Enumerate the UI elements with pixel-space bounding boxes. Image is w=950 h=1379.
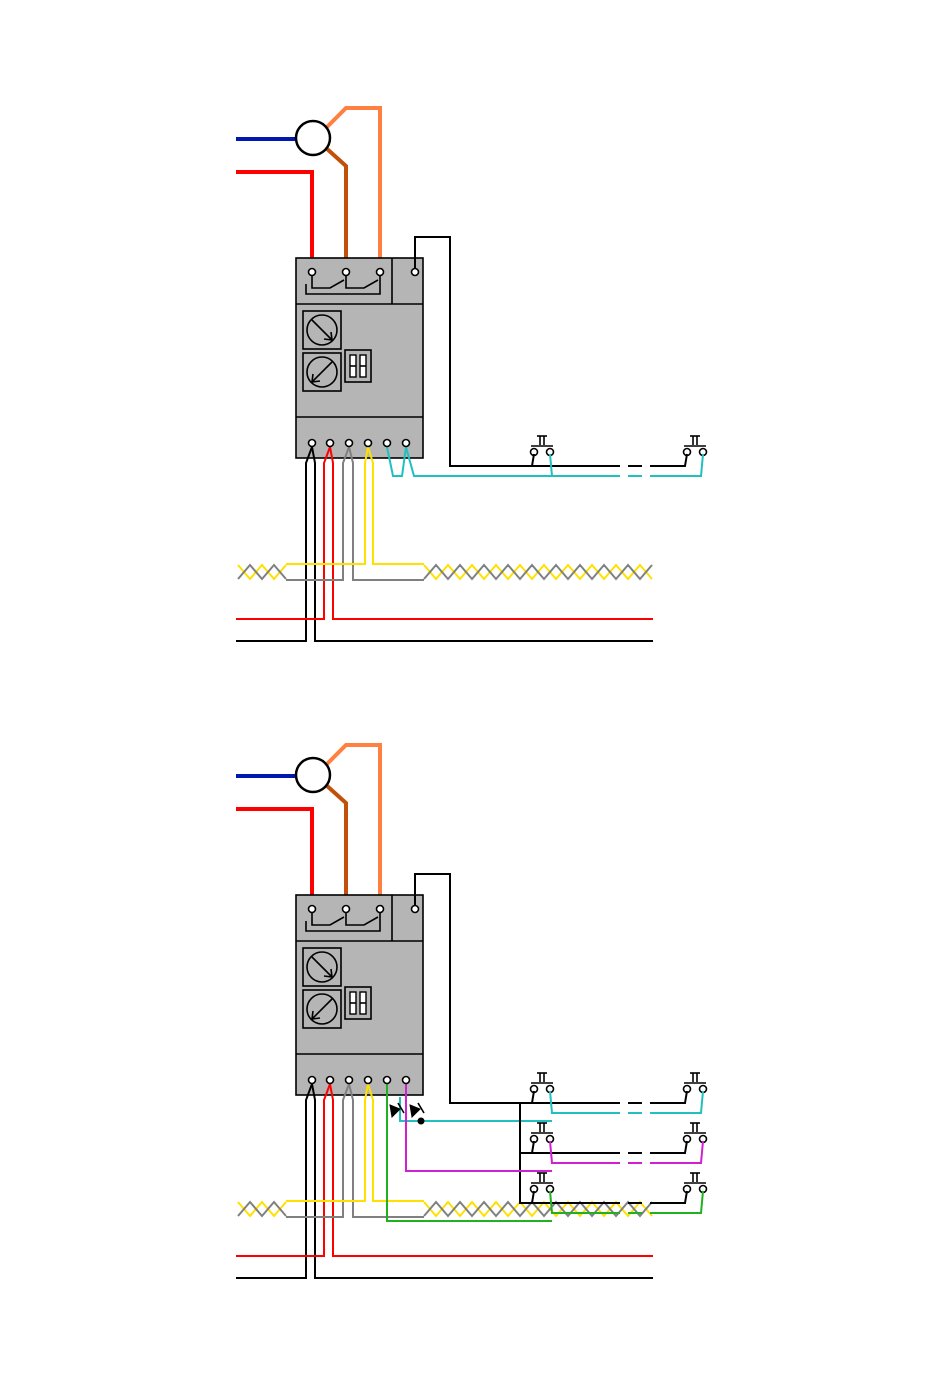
terminal-icon (346, 440, 353, 447)
indicator-led-icon (390, 1103, 404, 1117)
bus-wire-yellow (286, 1084, 368, 1201)
terminal-icon (343, 906, 350, 913)
return-wire-cyan (400, 1097, 552, 1121)
terminal-icon (309, 440, 316, 447)
button-feed-wire (415, 874, 534, 1103)
button-common-link (520, 1103, 534, 1153)
led-triangle (410, 1105, 420, 1117)
push-button-icon (531, 1073, 554, 1093)
terminal-icon (403, 1077, 410, 1084)
lamp-icon (296, 121, 330, 155)
terminal-icon (384, 440, 391, 447)
terminal-icon (365, 1077, 372, 1084)
lamp-wire-orange (326, 745, 380, 909)
bus-wire-gray (286, 1084, 349, 1217)
terminal-icon (327, 440, 334, 447)
terminal-icon (309, 269, 316, 276)
button-feed-wire (415, 237, 534, 466)
push-button-icon (531, 1173, 554, 1193)
bus-wire-gray (286, 447, 349, 580)
button-common-link (520, 1103, 534, 1153)
switched-wire-brown (326, 785, 346, 909)
push-button-icon (531, 1123, 554, 1143)
return-wire-magenta (406, 1084, 552, 1171)
terminal-icon (384, 1077, 391, 1084)
supply-wire-black (236, 447, 312, 641)
button-common-wire (650, 1141, 687, 1153)
push-button-icon (684, 1073, 707, 1093)
phase-wire-red (236, 809, 312, 909)
button-common-link (520, 1153, 534, 1203)
button-common-wire (650, 1191, 687, 1203)
phase-wire-red (236, 172, 312, 272)
push-button-icon (684, 1123, 707, 1143)
three-button-circuit (236, 745, 707, 1278)
terminal-icon (377, 906, 384, 913)
bus-wire-yellow (368, 1084, 424, 1201)
button-common-wire (650, 1091, 687, 1103)
terminal-icon (343, 269, 350, 276)
bus-wire-yellow (368, 447, 424, 564)
terminal-icon (412, 906, 419, 913)
button-common-wire (650, 454, 687, 466)
led-bar (418, 1103, 424, 1113)
terminal-icon (365, 440, 372, 447)
timer-relay-device (296, 895, 423, 1095)
push-button-icon (684, 1173, 707, 1193)
terminal-icon (403, 440, 410, 447)
supply-wire-black (236, 1084, 312, 1278)
terminal-icon (346, 1077, 353, 1084)
terminal-icon (412, 269, 419, 276)
timer-relay-device (296, 258, 423, 458)
junction-dot (418, 1118, 425, 1125)
bus-wire-yellow (286, 447, 368, 564)
push-button-icon (684, 436, 707, 456)
terminal-icon (309, 906, 316, 913)
push-button-icon (531, 436, 554, 456)
terminal-icon (327, 1077, 334, 1084)
supply-wire-red (330, 447, 653, 619)
terminal-icon (309, 1077, 316, 1084)
indicator-led-icon (410, 1103, 424, 1117)
bus-wire-gray (349, 447, 424, 580)
terminal-icon (377, 269, 384, 276)
led-triangle (390, 1105, 400, 1117)
single-button-circuit (236, 108, 707, 641)
switched-wire-brown (326, 148, 346, 272)
twisted-pair-gray (238, 1202, 286, 1216)
twisted-pair-gray (238, 565, 286, 579)
lamp-wire-orange (326, 108, 380, 272)
lamp-icon (296, 758, 330, 792)
